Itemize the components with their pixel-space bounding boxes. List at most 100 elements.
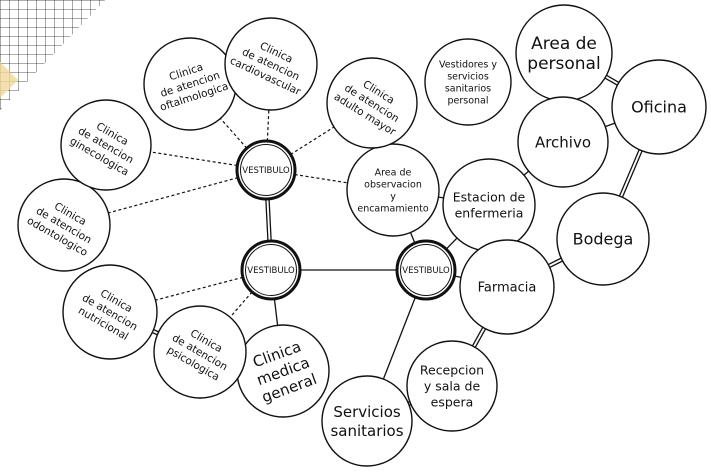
corner-hatch-decoration [0,0,105,110]
node-inner-ring [400,244,452,296]
connection-line-vest_top-cl_ginecologica [150,151,238,167]
node-cl-psicologica: Clinicade atencionpsicologica [153,305,247,399]
node-oficina: Oficina [611,59,707,155]
connection-line-area_obs-estacion [438,196,444,199]
node-label-line: servicios [447,71,489,82]
node-circle [321,375,413,467]
node-label-line: observacion [364,179,422,190]
connection-line-cl_nutricional-cl_psicologica [153,329,159,333]
connection-line-area_personal-oficina [604,77,618,86]
node-label: Archivo [535,133,591,151]
node-label-line: sanitarios [445,83,491,94]
node-circle [62,264,158,360]
node-circle [326,57,418,149]
node-label-line: y sala de [424,378,481,393]
connection-line-vest_top-cl_oftalmologica [220,118,248,149]
node-circle [517,96,609,188]
node-label-line: sanitarios [330,422,403,440]
node-label-line: Archivo [535,133,591,151]
node-inner-ring [245,244,297,296]
node-label: Clinicade atencionoftalmologica [150,56,229,114]
node-circle [235,139,297,201]
connection-line-bodega-farmacia [549,260,563,268]
node-circle [611,59,707,155]
node-label: Oficina [631,98,687,117]
node-cl-adulto: Clinicade atencionadulto mayor [326,57,418,149]
node-cl-nutricional: Clinicade atencionnutricional [62,264,158,360]
node-circle [240,239,302,301]
node-inner-ring [240,144,292,196]
connection-line-vest_top-cl_odontologico [108,177,239,214]
node-label-line: Servicios [333,403,401,421]
connection-line-vest_mid-cl_psicologica [229,291,253,318]
node-circle [224,17,318,111]
node-circle [395,239,457,301]
connection-line-vest_top-cl_adulto [290,126,335,156]
node-circle [60,99,152,191]
connection-line-vest_top-area_obs [294,173,348,184]
node-vest-right: VESTIBULO [395,239,457,301]
node-farmacia: Farmacia [459,239,555,335]
node-label: VESTIBULO [242,166,290,176]
node-cl-cardiovascular: Clinicade atencioncardiovascular [224,17,318,111]
node-circle [459,239,555,335]
node-cl-ginecologica: Clinicade atencionginecologica [60,99,152,191]
node-circle [406,340,498,432]
connection-line-farmacia-recepcion [471,326,484,347]
node-label-line: espera [431,394,474,409]
connection-line-bodega-farmacia [548,257,562,266]
node-label-line: Vestidores y [439,59,497,70]
node-label-line: personal [447,95,488,106]
connection-lines [108,74,643,406]
node-circle [424,38,512,126]
node-label-line: Area de [531,34,597,54]
node-label-line: VESTIBULO [247,266,295,276]
node-label-line: VESTIBULO [242,166,290,176]
node-circle [17,178,111,272]
node-label-line: VESTIBULO [402,266,450,276]
node-archivo: Archivo [517,96,609,188]
node-label-line: Estacion de [453,189,526,204]
node-cl-odontologico: Clinicade atencionodontologico [17,178,111,272]
node-label: Farmacia [478,281,537,296]
node-bodega: Bodega [556,192,650,286]
connection-line-cl_nutricional-cl_psicologica [152,331,158,336]
connection-line-farmacia-recepcion [474,328,487,348]
node-label-line: enfermeria [455,205,524,220]
node-label-line: encamamiento [357,203,428,214]
node-label-line: Recepcion [420,362,484,377]
connection-line-oficina-bodega [618,149,640,197]
node-label: VESTIBULO [247,266,295,276]
node-label-line: Oficina [631,98,687,117]
connection-line-vest_top-cl_cardiovascular [266,109,270,142]
node-circle [556,192,650,286]
node-label: VESTIBULO [402,266,450,276]
connection-line-estacion-archivo [523,170,530,176]
connection-line-vest_mid-cl_nutricional [155,276,244,301]
node-label-line: Bodega [573,230,634,249]
node-cl-oftalmologica: Clinicade atencionoftalmologica [143,37,237,131]
connection-line-archivo-oficina [605,122,616,128]
node-label-line: Farmacia [478,281,537,296]
node-circle [346,143,440,237]
connection-line-area_personal-oficina [606,74,620,83]
node-circle [153,305,247,399]
connection-line-vest_mid-cl_general [273,298,279,326]
connection-line-vest_top-vest_mid [265,199,269,242]
node-label-line: Area de [375,167,412,178]
node-vest-mid: VESTIBULO [240,239,302,301]
node-label-line: y [390,191,396,202]
